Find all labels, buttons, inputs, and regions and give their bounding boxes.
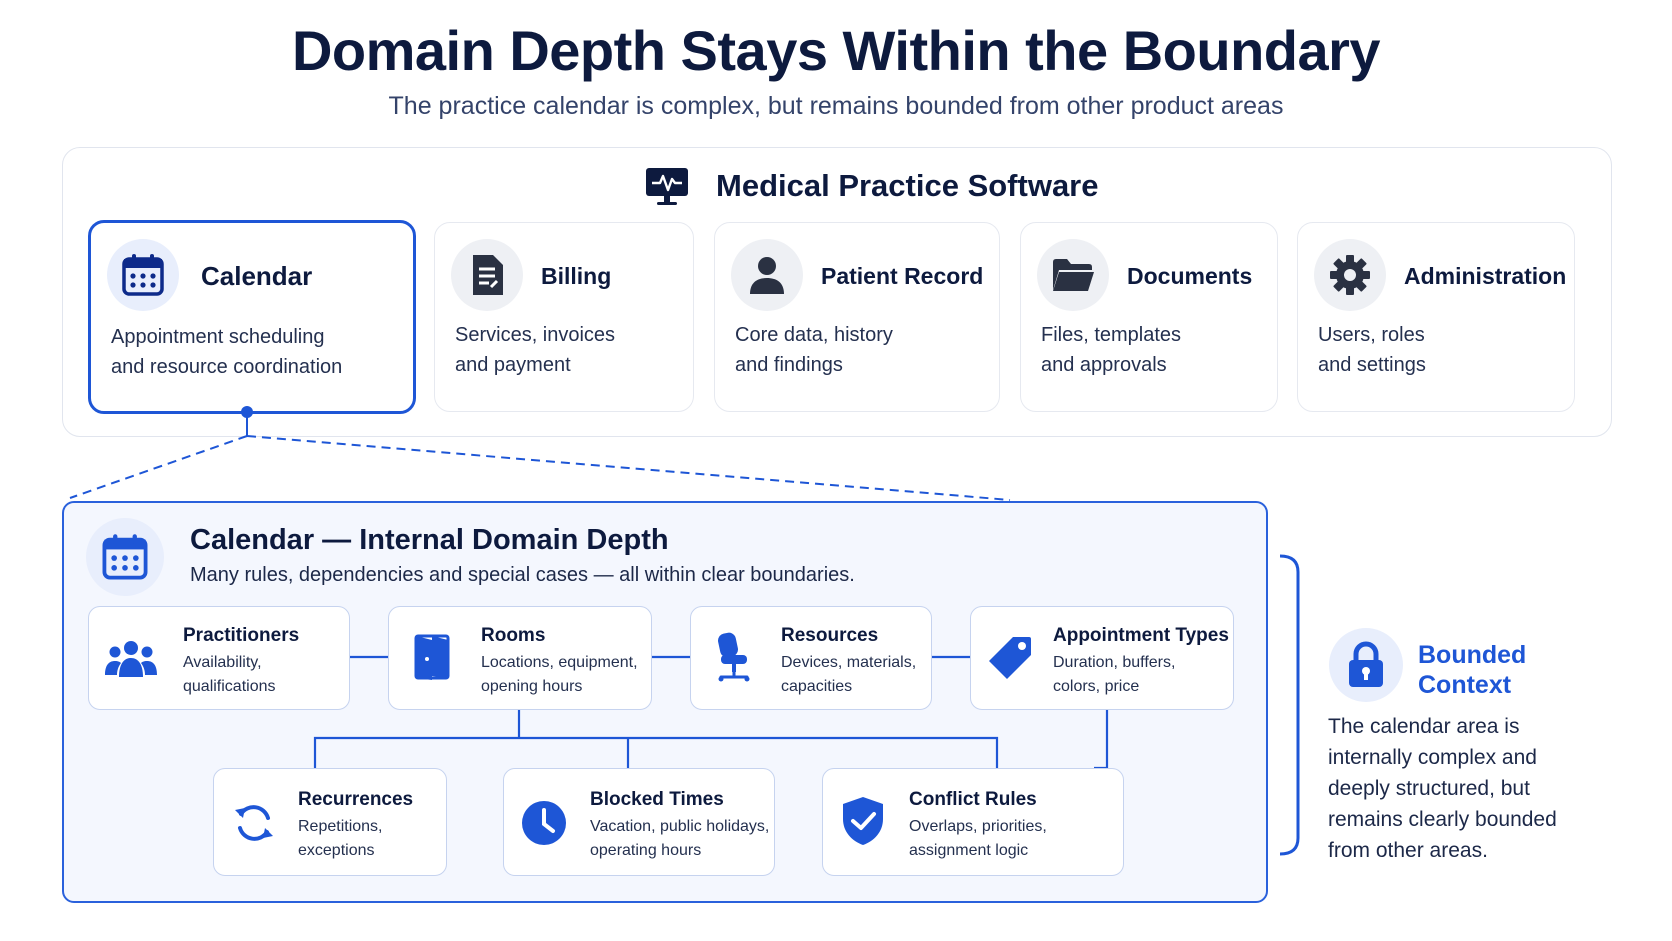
calendar-icon [107,239,179,311]
node-description: Locations, equipment, opening hours [481,654,638,695]
folder-icon [1037,239,1109,311]
node-resources[interactable]: Resources Devices, materials, capacities [690,606,932,710]
module-label: Documents [1127,263,1253,289]
invoice-icon [451,239,523,311]
module-description: Files, templates and approvals [1041,324,1182,376]
shield-check-icon [835,793,891,849]
node-title: Rooms [481,625,546,646]
page-subtitle: The practice calendar is complex, but re… [388,92,1284,120]
lock-icon [1329,628,1403,702]
node-recurrences[interactable]: Recurrences Repetitions, exceptions [213,768,447,876]
node-practitioners[interactable]: Practitioners Availability, qualificatio… [88,606,350,710]
node-description: Duration, buffers, colors, price [1053,654,1176,695]
calendar-detail-title: Calendar — Internal Domain Depth [190,524,669,556]
repeat-icon [226,795,282,851]
node-description: Repetitions, exceptions [298,818,383,859]
module-description: Users, roles and settings [1318,324,1426,376]
module-card-patient-record[interactable]: Patient Record Core data, history and fi… [714,222,1000,412]
page-title: Domain Depth Stays Within the Boundary [291,19,1381,82]
person-icon [731,239,803,311]
gear-icon [1314,239,1386,311]
module-card-documents[interactable]: Documents Files, templates and approvals [1020,222,1278,412]
node-conflict-rules[interactable]: Conflict Rules Overlaps, priorities, ass… [822,768,1124,876]
bounded-context-title: Bounded Context [1418,641,1527,699]
boundary-bracket [1279,554,1300,856]
module-card-billing[interactable]: Billing Services, invoices and payment [434,222,694,412]
module-description: Services, invoices and payment [455,324,616,376]
tag-icon [983,629,1039,685]
module-description: Appointment scheduling and resource coor… [111,326,343,378]
calendar-detail-subtitle: Many rules, dependencies and special cas… [190,564,855,586]
node-blocked-times[interactable]: Blocked Times Vacation, public holidays,… [503,768,775,876]
node-description: Overlaps, priorities, assignment logic [909,818,1047,859]
chair-icon [705,629,761,685]
calendar-icon [86,518,164,596]
module-label: Calendar [201,261,313,291]
bounded-context-description: The calendar area is internally complex … [1328,715,1557,862]
monitor-pulse-icon [646,168,688,205]
node-appointment-types[interactable]: Appointment Types Duration, buffers, col… [970,606,1234,710]
node-title: Blocked Times [590,789,724,810]
node-title: Practitioners [183,625,300,646]
module-label: Patient Record [821,263,984,289]
node-title: Conflict Rules [909,789,1037,810]
module-label: Billing [541,263,612,289]
module-label: Administration [1404,263,1567,289]
module-description: Core data, history and findings [735,324,893,376]
people-icon [103,631,159,687]
node-title: Appointment Types [1053,625,1229,646]
node-rooms[interactable]: Rooms Locations, equipment, opening hour… [388,606,652,710]
software-title: Medical Practice Software [716,168,1099,203]
node-description: Devices, materials, capacities [781,654,917,695]
clock-icon [516,795,572,851]
door-icon [405,629,461,685]
module-card-administration[interactable]: Administration Users, roles and settings [1297,222,1575,412]
node-title: Recurrences [298,789,414,810]
node-title: Resources [781,625,879,646]
node-description: Availability, qualifications [183,654,276,695]
node-description: Vacation, public holidays, operating hou… [590,818,770,859]
